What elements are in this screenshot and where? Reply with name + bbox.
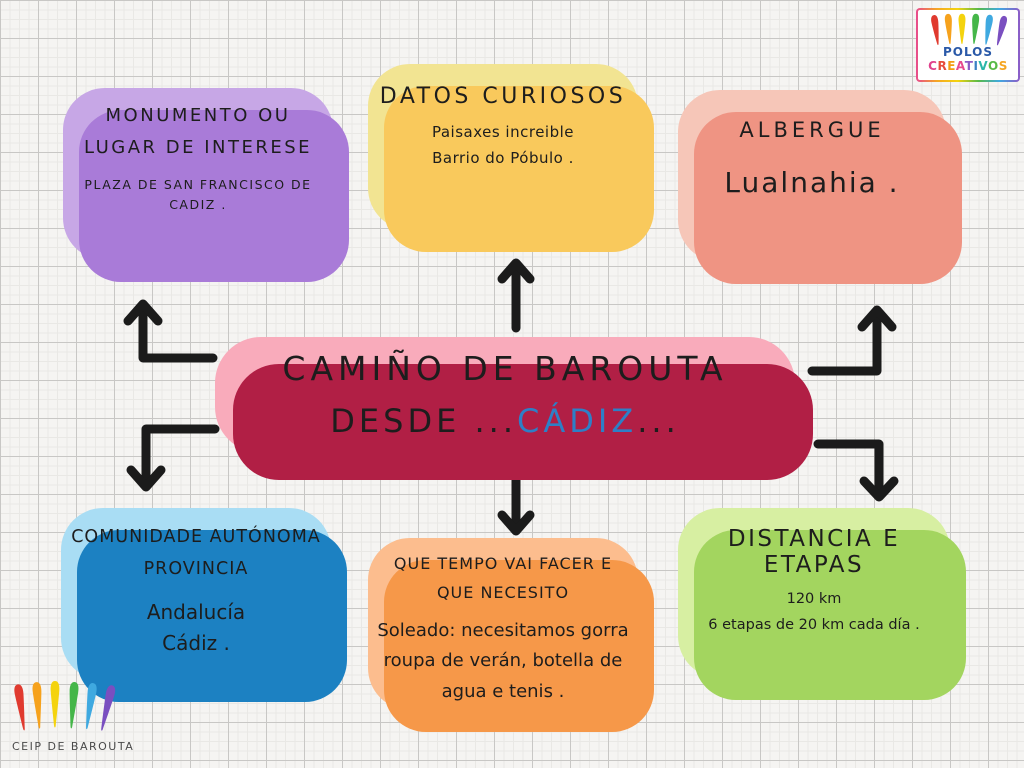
central-title-line1: CAMIÑO DE BAROUTA: [282, 349, 728, 388]
node-tempo-body: Soleado: necesitamos gorra roupa de verá…: [368, 616, 638, 708]
arrow-to-distancia: [813, 439, 899, 502]
polos-creativos-logo-inner: POLOS CREATIVOS: [918, 10, 1018, 80]
arrow-to-monumento: [123, 299, 218, 363]
node-distancia-heading: DISTANCIA E ETAPAS: [678, 526, 950, 578]
node-datos-heading: DATOS CURIOSOS: [368, 84, 638, 109]
node-albergue-body: Lualnahia .: [678, 166, 946, 199]
node-monumento-body: PLAZA DE SAN FRANCISCO DE CADIZ .: [63, 175, 333, 215]
paintbrush-strokes-icon: [931, 13, 1008, 46]
arrow-to-albergue: [807, 305, 897, 376]
node-monumento: MONUMENTO OU LUGAR DE INTERESE PLAZA DE …: [63, 88, 333, 260]
body-line: PLAZA DE SAN FRANCISCO DE: [84, 177, 312, 192]
body-line: Cádiz .: [162, 631, 230, 655]
node-tempo: QUE TEMPO VAI FACER E QUE NECESITO Solea…: [368, 538, 638, 710]
arrow-to-comunidade: [126, 424, 220, 492]
central-title-line2: DESDE ...CÁDIZ...: [215, 402, 795, 440]
node-central-title: CAMIÑO DE BAROUTA DESDE ...CÁDIZ...: [215, 337, 795, 453]
node-albergue-heading: ALBERGUE: [678, 118, 946, 142]
heading-line: COMUNIDADE AUTÓNOMA: [71, 527, 321, 547]
heading-line: MONUMENTO OU: [105, 105, 291, 126]
body-line: roupa de verán, botella de: [383, 650, 623, 672]
title-suffix: ...: [637, 402, 680, 440]
body-line: 6 etapas de 20 km cada día .: [708, 617, 920, 634]
title-highlight-cadiz: CÁDIZ: [516, 402, 638, 440]
title-prefix: DESDE ...: [330, 402, 517, 440]
heading-line: LUGAR DE INTERESE: [83, 136, 313, 158]
node-comunidade-body: Andalucía Cádiz .: [61, 597, 331, 659]
body-line: Lualnahia .: [724, 166, 900, 199]
body-line: Paisaxes increible: [431, 123, 575, 141]
body-line: Barrio do Póbulo .: [432, 149, 574, 168]
polos-logo-text: POLOS: [942, 45, 994, 59]
ceip-de-barouta-logo: CEIP DE BAROUTA: [12, 680, 135, 753]
arrow-to-tempo: [497, 475, 535, 536]
heading-line: QUE TEMPO VAI FACER E: [393, 554, 613, 573]
heading-line: QUE NECESITO: [436, 582, 570, 602]
heading-line: DISTANCIA E ETAPAS: [727, 526, 901, 578]
body-line: Soleado: necesitamos gorra: [377, 619, 629, 641]
node-comunidade: COMUNIDADE AUTÓNOMA PROVINCIA Andalucía …: [61, 508, 331, 680]
body-line: 120 km: [786, 591, 842, 607]
node-distancia-body: 120 km 6 etapas de 20 km cada día .: [678, 586, 950, 638]
node-comunidade-heading: COMUNIDADE AUTÓNOMA PROVINCIA: [61, 522, 331, 585]
ceip-logo-text: CEIP DE BAROUTA: [12, 740, 135, 753]
heading-line: PROVINCIA: [143, 558, 249, 579]
node-tempo-heading: QUE TEMPO VAI FACER E QUE NECESITO: [368, 550, 638, 608]
node-datos-curiosos: DATOS CURIOSOS Paisaxes increible Barrio…: [368, 64, 638, 230]
heading-line: ALBERGUE: [739, 118, 885, 142]
body-line: agua e tenis .: [441, 680, 565, 702]
creativos-logo-text: CREATIVOS: [928, 59, 1008, 73]
node-monumento-heading: MONUMENTO OU LUGAR DE INTERESE: [63, 100, 333, 163]
paintbrush-strokes-icon: [14, 681, 116, 731]
node-albergue: ALBERGUE Lualnahia .: [678, 90, 946, 262]
body-line: CADIZ .: [169, 197, 227, 212]
node-distancia: DISTANCIA E ETAPAS 120 km 6 etapas de 20…: [678, 508, 950, 678]
body-line: Andalucía: [146, 600, 246, 624]
heading-line: DATOS CURIOSOS: [379, 84, 627, 109]
arrow-to-datos-curiosos: [497, 258, 535, 333]
node-datos-body: Paisaxes increible Barrio do Póbulo .: [368, 119, 638, 172]
polos-creativos-logo: POLOS CREATIVOS: [916, 8, 1020, 82]
